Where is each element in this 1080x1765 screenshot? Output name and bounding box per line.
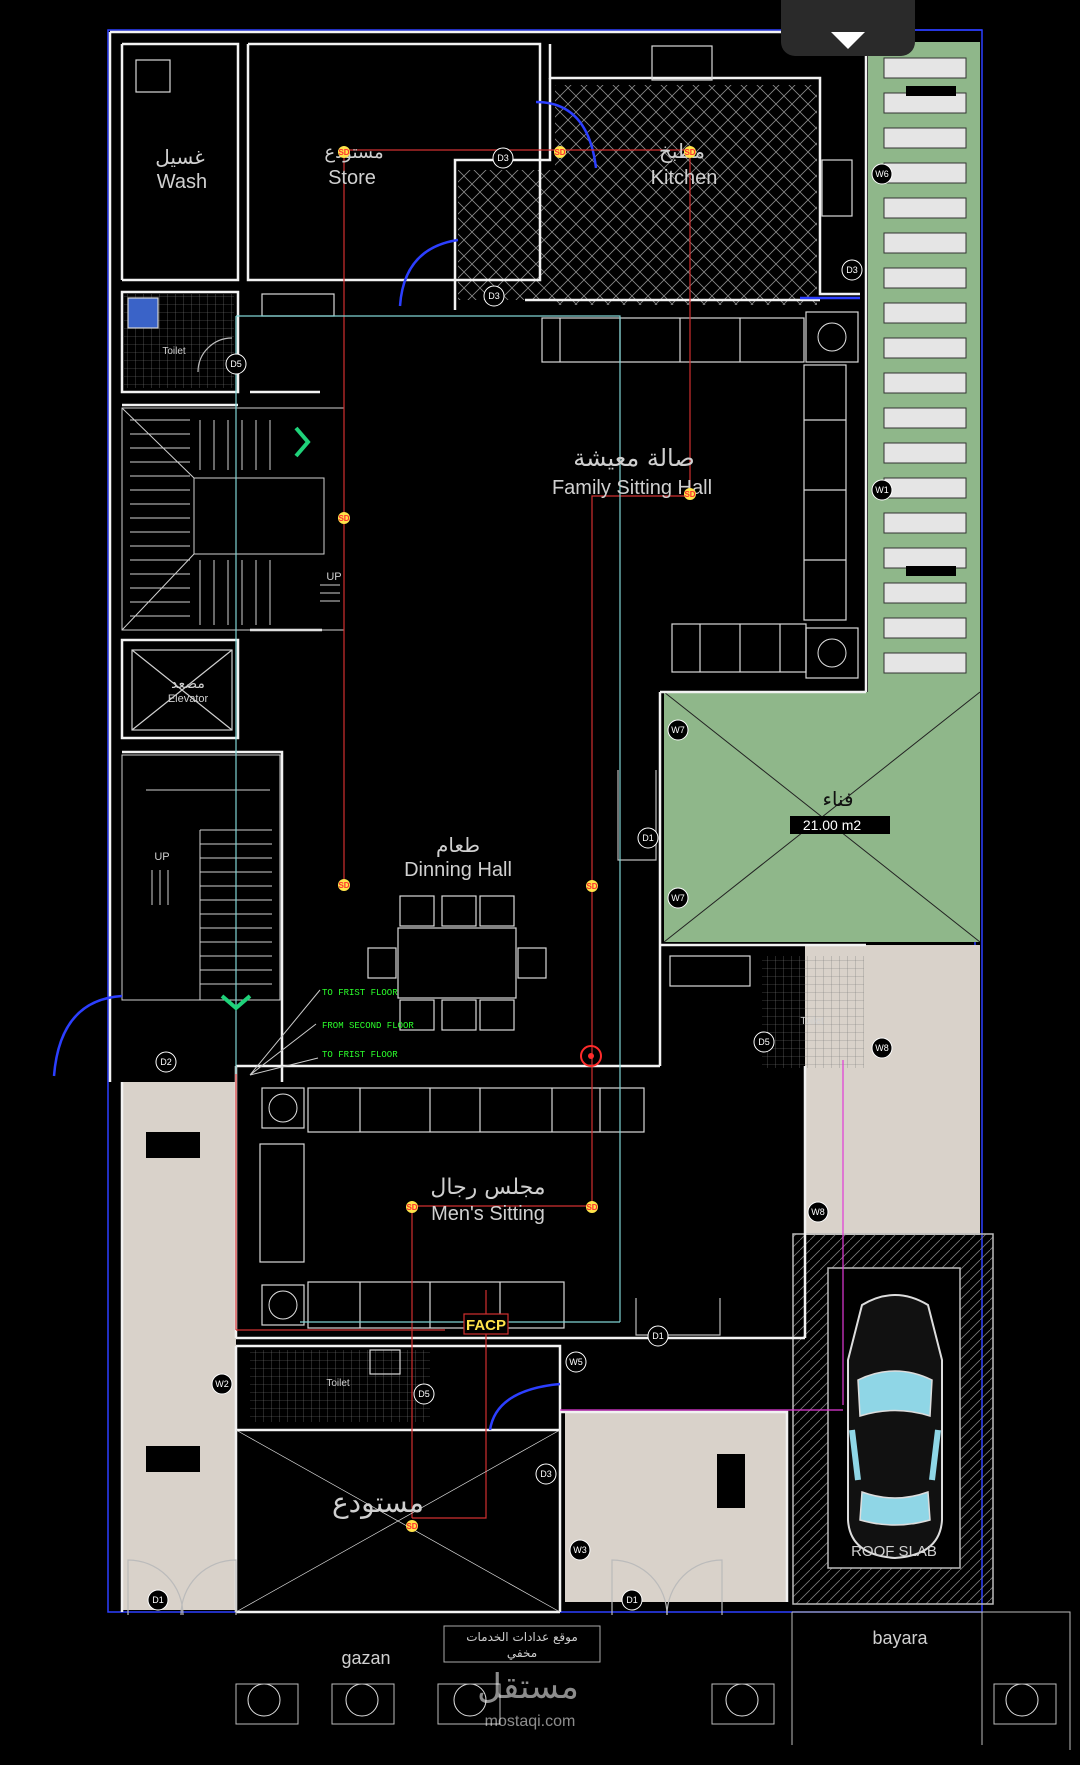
smoke-detector: SD <box>684 148 695 157</box>
floor-note: TO FRIST FLOOR <box>322 988 398 998</box>
stair-direction-icon <box>294 426 311 458</box>
toilet-label-upper: Toilet <box>162 346 186 357</box>
dining-label: Dinning Hall <box>404 859 512 881</box>
window-tag: W8 <box>811 1207 825 1217</box>
mens-sitting-label-ar: مجلس رجال <box>430 1175 545 1200</box>
smoke-detector: SD <box>554 148 565 157</box>
watermark-url: mostaqi.com <box>485 1713 576 1730</box>
window-tag: W7 <box>671 725 685 735</box>
store-label: Store <box>328 167 376 189</box>
mens-sitting-label: Men's Sitting <box>431 1203 545 1225</box>
window-tag: W6 <box>875 169 889 179</box>
door-tag: D1 <box>152 1595 164 1605</box>
elevator-label: Elevator <box>168 693 209 705</box>
family-hall-label: Family Sitting Hall <box>552 477 712 499</box>
meters-label-ar: موقع عدادات الخدمات <box>466 1630 578 1645</box>
door-tag: D1 <box>652 1331 664 1341</box>
smoke-detector: SD <box>586 1203 597 1212</box>
stairs-up-label-lower: UP <box>154 851 169 863</box>
meters-label-ar-2: مخفي <box>507 1646 537 1660</box>
smoke-detector: SD <box>406 1522 417 1531</box>
family-hall-label-ar: صالة معيشة <box>573 444 694 472</box>
door-tag: D5 <box>418 1389 430 1399</box>
courtyard <box>663 691 981 943</box>
courtyard-area: 21.00 m2 <box>803 817 862 833</box>
courtyard-label-ar: فناء <box>822 787 853 811</box>
window-tag: W8 <box>875 1043 889 1053</box>
side-garden <box>868 42 980 692</box>
furniture <box>127 45 859 1375</box>
door-tag: D1 <box>626 1595 638 1605</box>
kitchen-floor <box>458 85 817 305</box>
door-tag: D5 <box>230 359 242 369</box>
car-icon <box>847 1294 943 1560</box>
smoke-detector: SD <box>406 1203 417 1212</box>
exterior-ground <box>122 945 980 1610</box>
elevator-label-ar: مصعد <box>171 676 205 692</box>
water-supply-lines <box>235 315 621 1323</box>
door-tag: D3 <box>497 153 509 163</box>
door-swings <box>127 337 723 1616</box>
kitchen-label-ar: مطبخ <box>659 139 705 163</box>
stairs-up-label-upper: UP <box>326 571 341 583</box>
store-label-ar: مستودع <box>324 142 383 163</box>
dining-label-ar: طعام <box>436 833 480 857</box>
toilet-label-lower: Toilet <box>326 1378 350 1389</box>
roof-slab-label: ROOF SLAB <box>851 1543 937 1560</box>
door-tag: D3 <box>846 265 858 275</box>
collapse-tab-button[interactable] <box>781 0 915 56</box>
window-tag: W5 <box>569 1357 583 1367</box>
kitchen-label: Kitchen <box>651 167 718 189</box>
storage-label-ar: مستودع <box>332 1486 424 1519</box>
stair-direction-icon <box>220 994 252 1011</box>
stairs-upper <box>121 407 345 631</box>
wash-label: Wash <box>157 171 207 193</box>
stairs-lower <box>121 584 340 1001</box>
window-tag: W7 <box>671 893 685 903</box>
chevron-down-icon <box>831 32 865 49</box>
door-tag: D3 <box>488 291 500 301</box>
window-tag: W1 <box>875 485 889 495</box>
facp-label: FACP <box>466 1317 506 1334</box>
wash-label-ar: غسيل <box>155 145 204 169</box>
floor-note: TO FRIST FLOOR <box>322 1050 398 1060</box>
elevator-shaft <box>131 649 233 731</box>
gazan-label: gazan <box>341 1648 390 1668</box>
floor-note: FROM SECOND FLOOR <box>322 1021 414 1031</box>
window-tag: W3 <box>573 1545 587 1555</box>
carport <box>792 1233 994 1605</box>
smoke-detector: SD <box>338 881 349 890</box>
door-tag: D5 <box>758 1037 770 1047</box>
smoke-detector: SD <box>586 882 597 891</box>
smoke-detector: SD <box>338 148 349 157</box>
smoke-detector: SD <box>338 514 349 523</box>
watermark-logo: مستقل <box>477 1667 579 1707</box>
door-window-tags <box>147 147 893 1611</box>
bayara-label: bayara <box>872 1628 928 1648</box>
door-tag: D1 <box>642 833 654 843</box>
door-tag: D2 <box>160 1057 172 1067</box>
window-tag: W2 <box>215 1379 229 1389</box>
toilet-label-right: Toilet <box>800 1016 824 1027</box>
smoke-detectors: SD SD SD SD SD SD SD SD SD SD <box>338 146 696 1532</box>
smoke-detector: SD <box>684 490 695 499</box>
door-tag: D3 <box>540 1469 552 1479</box>
